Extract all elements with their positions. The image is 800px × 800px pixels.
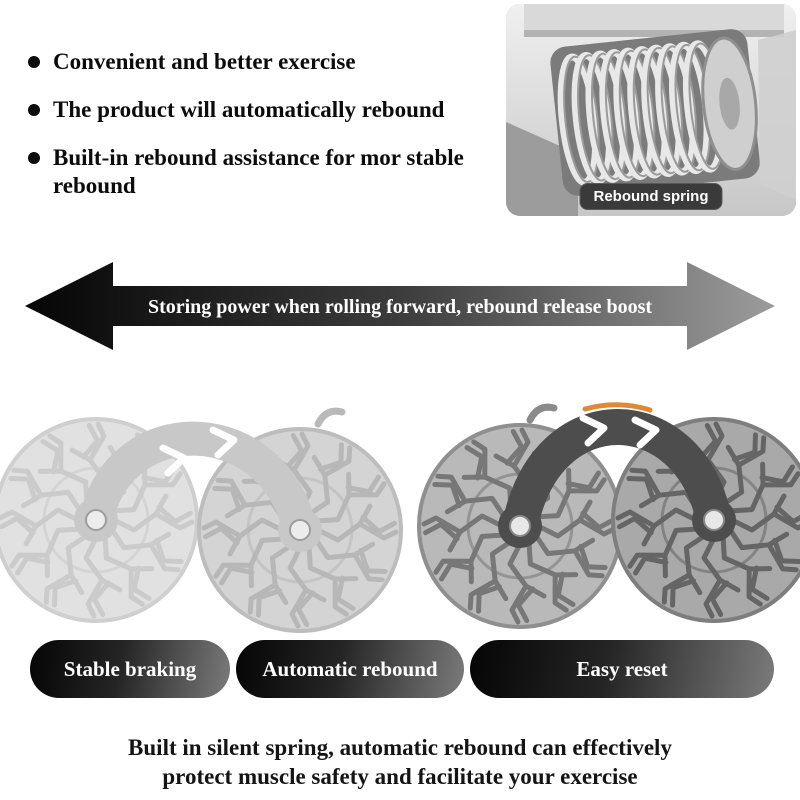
footer-caption: Built in silent spring, automatic reboun… xyxy=(0,733,800,791)
spring-inset: Rebound spring xyxy=(506,4,796,216)
banner-text: Storing power when rolling forward, rebo… xyxy=(148,296,652,318)
bullet-icon xyxy=(28,152,40,165)
footer-line: Built in silent spring, automatic reboun… xyxy=(128,735,672,760)
handle-stub-icon xyxy=(314,407,346,428)
badge-label: Easy reset xyxy=(576,656,668,681)
badge-row: Stable braking Automatic rebound Easy re… xyxy=(30,640,774,698)
double-arrow-icon: Storing power when rolling forward, rebo… xyxy=(25,262,775,350)
spring-label-badge: Rebound spring xyxy=(579,183,723,210)
roller-arm xyxy=(498,402,736,548)
badge-label: Automatic rebound xyxy=(262,656,438,681)
feature-item: The product will automatically rebound xyxy=(28,96,506,124)
feature-text: The product will automatically rebound xyxy=(53,97,445,123)
roller-arm-ghost xyxy=(74,421,322,552)
feature-text: Built-in rebound assistance for mor stab… xyxy=(53,145,464,199)
handle-stub-icon xyxy=(526,403,558,424)
bullet-icon xyxy=(28,104,40,117)
feature-item: Built-in rebound assistance for mor stab… xyxy=(28,144,506,200)
footer-line: protect muscle safety and facilitate you… xyxy=(162,764,638,789)
spring-illustration xyxy=(506,4,796,216)
bullet-icon xyxy=(28,56,40,68)
feature-text: Convenient and better exercise xyxy=(53,49,356,74)
badge-stable-braking: Stable braking xyxy=(30,640,230,698)
arrow-banner: Storing power when rolling forward, rebo… xyxy=(25,258,775,354)
roller-illustration xyxy=(0,378,800,644)
badge-automatic-rebound: Automatic rebound xyxy=(236,640,464,698)
rotation-arrow-icon xyxy=(631,416,660,449)
rotation-arrow-icon xyxy=(159,444,188,477)
feature-item: Convenient and better exercise xyxy=(28,48,506,76)
rotation-arrow-icon xyxy=(579,414,608,447)
rotation-arrow-icon xyxy=(209,426,238,459)
badge-label: Stable braking xyxy=(63,656,197,681)
badge-easy-reset: Easy reset xyxy=(470,640,774,698)
feature-list: Convenient and better exercise The produ… xyxy=(28,48,506,200)
orange-accent xyxy=(582,402,653,413)
